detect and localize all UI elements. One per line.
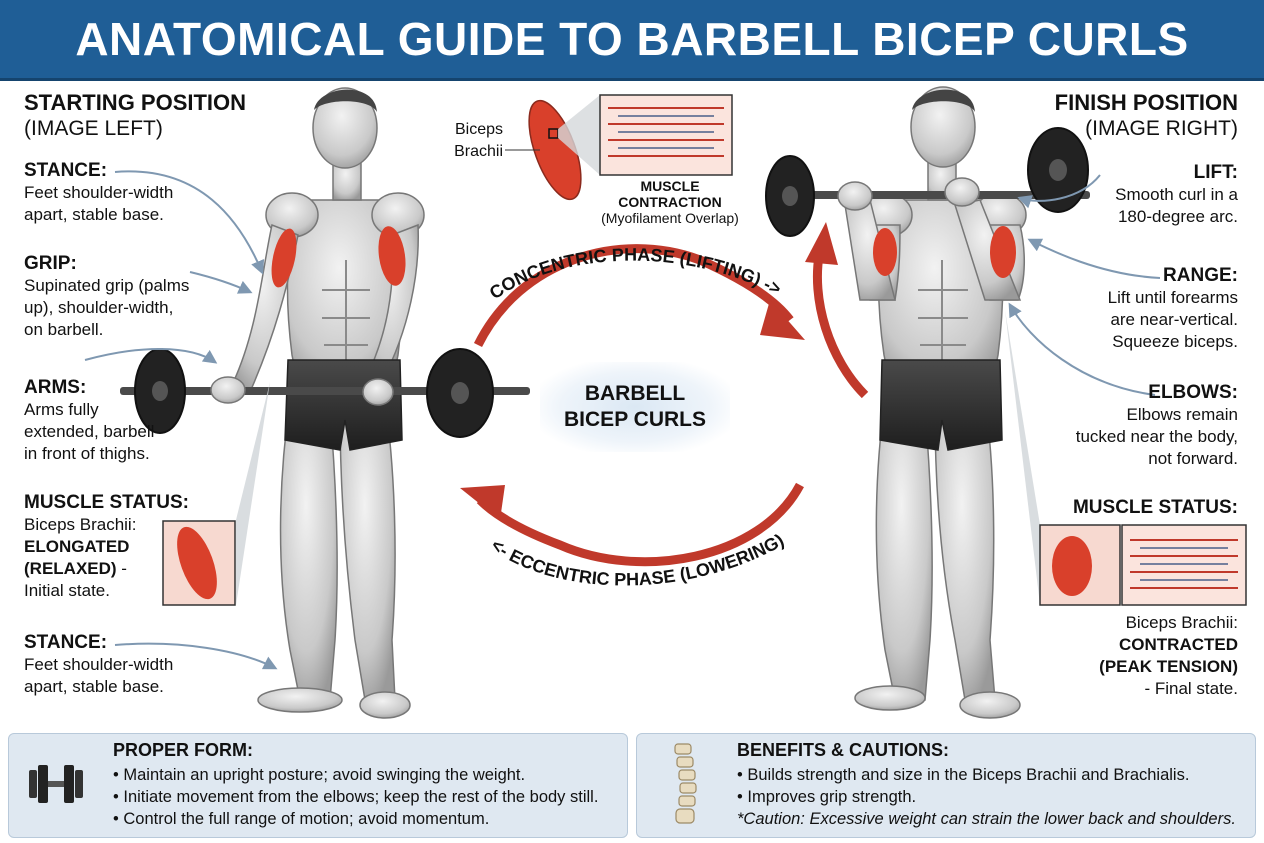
benefits-title: BENEFITS & CAUTIONS: [737,740,950,760]
caution-note: *Caution: Excessive weight can strain th… [737,810,1236,828]
center-label: BARBELL BICEP CURLS [540,362,730,452]
left-stance-2: STANCE: Feet shoulder-width apart, stabl… [24,632,174,696]
right-subheading: (IMAGE RIGHT) [1085,117,1238,140]
list-item: • Control the full range of motion; avoi… [113,810,490,828]
right-elbows: ELBOWS: Elbows remain tucked near the bo… [1075,382,1238,468]
list-item: • Maintain an upright posture; avoid swi… [113,766,526,784]
left-pointer-arrows [84,170,278,670]
left-heading: STARTING POSITION [24,90,247,115]
right-muscle-status: Biceps Brachii: CONTRACTED (PEAK TENSION… [1099,613,1238,698]
proper-form-panel: PROPER FORM: • Maintain an upright postu… [8,733,628,838]
left-grip: GRIP: Supinated grip (palms up), shoulde… [24,253,190,339]
page-title: ANATOMICAL GUIDE TO BARBELL BICEP CURLS [75,13,1189,65]
left-muscle-inset [162,382,270,606]
inset-muscle-label: Biceps Brachii [454,121,503,160]
list-item: • Initiate movement from the elbows; kee… [113,788,599,806]
left-muscle-status: MUSCLE STATUS: Biceps Brachii: ELONGATED… [24,492,190,600]
proper-form-title: PROPER FORM: [113,740,254,760]
left-subheading: (IMAGE LEFT) [24,117,163,140]
benefits-list: • Builds strength and size in the Biceps… [737,764,1236,830]
right-muscle-inset [1005,310,1247,606]
return-arrow-right [805,222,869,399]
right-muscle-status-label: MUSCLE STATUS: [1072,497,1238,518]
right-lift: LIFT: Smooth curl in a 180-degree arc. [1115,162,1238,226]
right-column: FINISH POSITION (IMAGE RIGHT) [1000,90,1238,142]
inset-caption: MUSCLE CONTRACTION (Myofilament Overlap) [590,178,750,226]
contraction-inset [505,94,733,201]
dumbbell-icon [29,765,83,803]
concentric-arrow [473,244,805,347]
right-heading: FINISH POSITION [1054,90,1238,115]
left-arms: ARMS: Arms fully extended, barbell in fr… [24,377,155,463]
concentric-phase-label: CONCENTRIC PHASE (LIFTING) -> [486,245,785,304]
list-item: • Improves grip strength. [737,788,917,806]
inset-caption-title: MUSCLE CONTRACTION [618,178,722,210]
list-item: • Builds strength and size in the Biceps… [737,766,1190,784]
left-stance: STANCE: Feet shoulder-width apart, stabl… [24,160,174,224]
right-figure [765,86,1090,719]
title-bar: ANATOMICAL GUIDE TO BARBELL BICEP CURLS [0,0,1264,81]
left-figure [120,87,530,719]
spine-icon [674,743,697,824]
benefits-panel: BENEFITS & CAUTIONS: • Builds strength a… [636,733,1256,838]
proper-form-list: • Maintain an upright posture; avoid swi… [113,764,598,830]
left-column: STARTING POSITION (IMAGE LEFT) [24,90,264,142]
right-range: RANGE: Lift until forearms are near-vert… [1107,265,1238,351]
eccentric-arrow [460,482,804,567]
inset-caption-sub: (Myofilament Overlap) [601,210,739,226]
right-pointer-arrows [1008,174,1161,396]
